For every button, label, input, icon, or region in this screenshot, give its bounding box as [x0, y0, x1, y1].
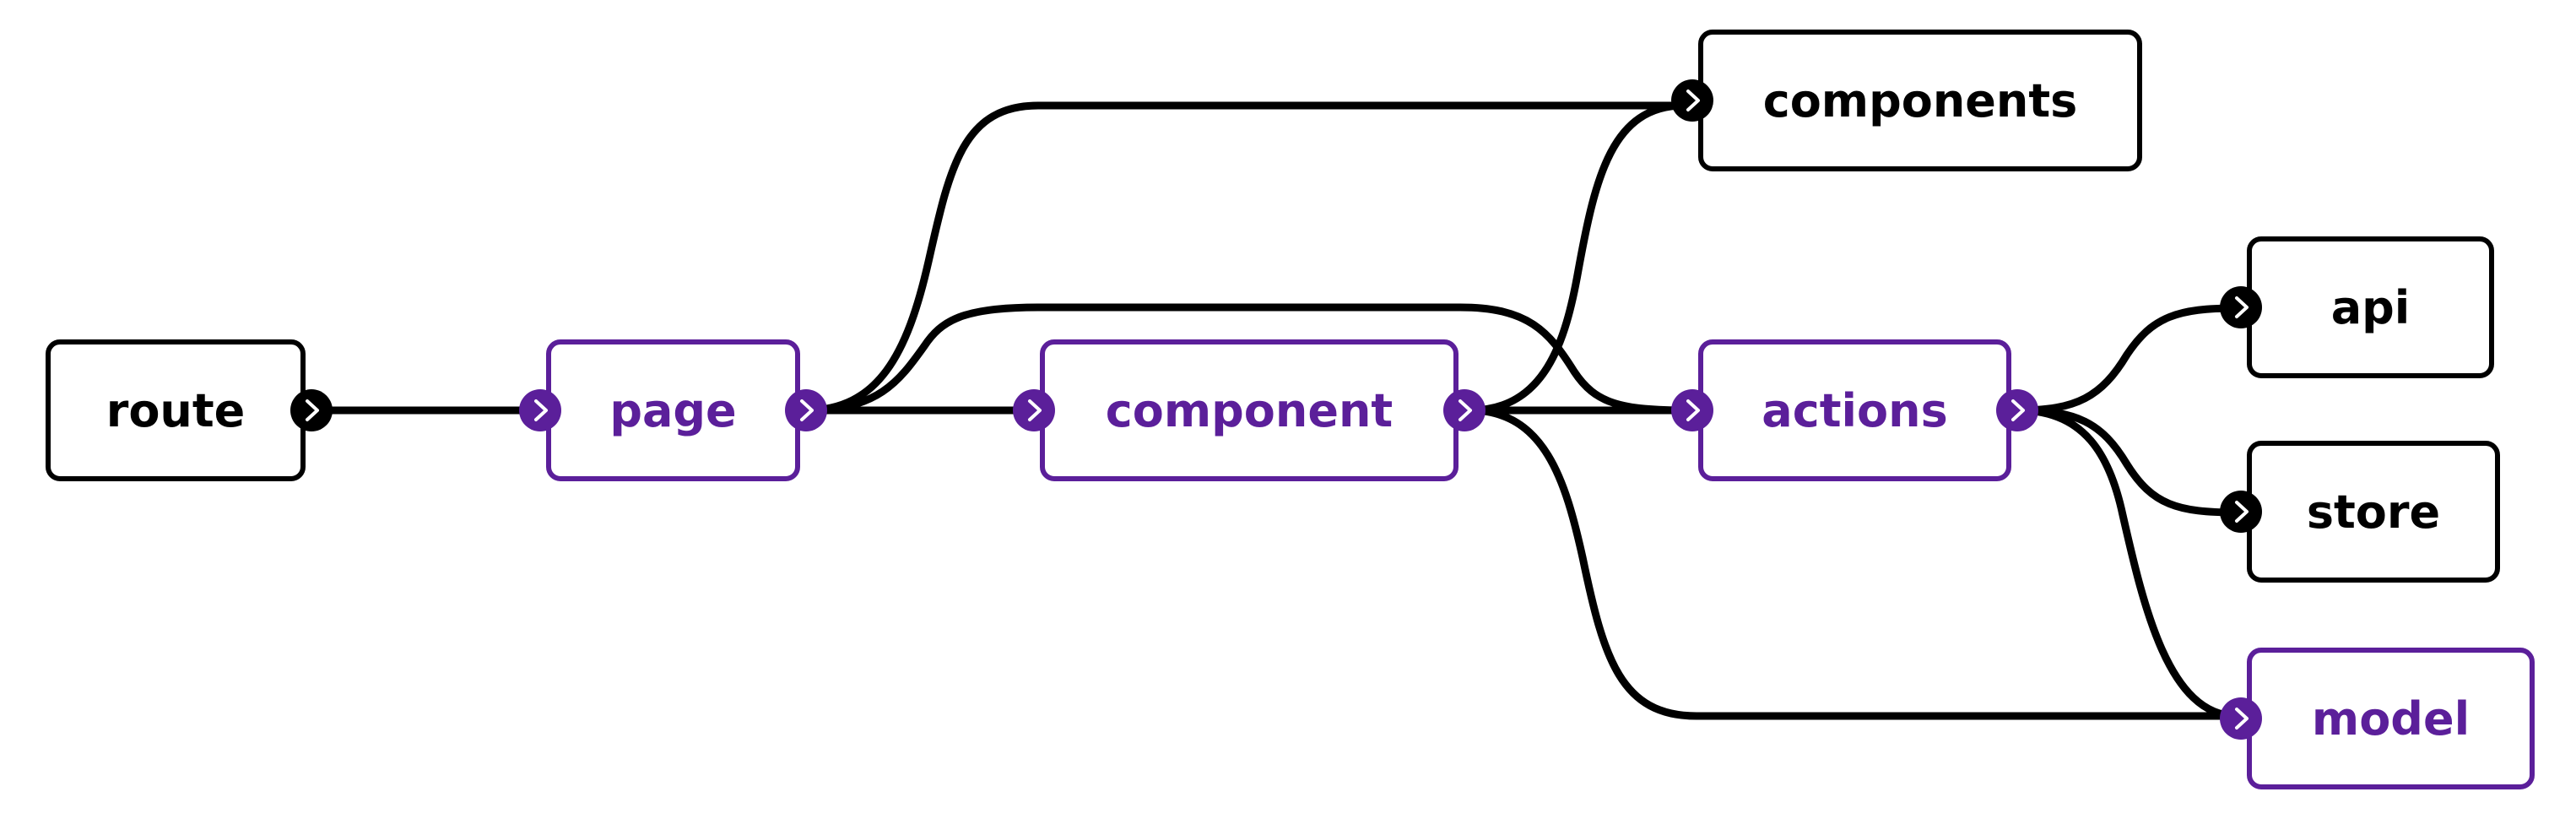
input-port	[2220, 697, 2262, 740]
chevron-right-icon	[2235, 296, 2249, 318]
input-port	[2220, 286, 2262, 328]
chevron-right-icon	[1458, 399, 1472, 421]
input-port	[1013, 389, 1055, 431]
chevron-right-icon	[306, 399, 319, 421]
output-port	[785, 389, 827, 431]
node-component[interactable]: component	[1013, 339, 1486, 481]
chevron-right-icon	[1028, 399, 1042, 421]
chevron-right-icon	[2235, 708, 2249, 730]
output-port	[1443, 389, 1486, 431]
node-label: route	[106, 384, 246, 437]
output-port	[1996, 389, 2038, 431]
node-page[interactable]: page	[519, 339, 827, 481]
chevron-right-icon	[800, 399, 814, 421]
edge-layer	[306, 101, 2241, 720]
edge-page-to-components	[802, 101, 1689, 415]
chevron-right-icon	[1686, 399, 1700, 421]
chevron-right-icon	[534, 399, 548, 421]
node-route[interactable]: route	[46, 339, 333, 481]
input-port	[2220, 491, 2262, 533]
node-label: components	[1763, 74, 2078, 127]
node-actions[interactable]: actions	[1671, 339, 2038, 481]
edge-component-to-model	[1466, 406, 2241, 720]
node-label: api	[2331, 281, 2411, 334]
edge-actions-to-api	[2015, 304, 2241, 415]
chevron-right-icon	[2235, 501, 2249, 523]
node-store[interactable]: store	[2220, 441, 2500, 583]
edge-actions-to-store	[2015, 406, 2241, 517]
edge-actions-to-model	[2015, 406, 2241, 720]
node-label: page	[609, 384, 736, 437]
node-label: actions	[1762, 384, 1947, 437]
node-label: model	[2312, 692, 2470, 746]
node-label: component	[1106, 384, 1393, 437]
node-label: store	[2307, 485, 2440, 539]
output-port	[290, 389, 333, 431]
edge-page-to-actions	[802, 303, 1692, 415]
edge-component-to-components	[1466, 101, 1688, 415]
input-port	[519, 389, 561, 431]
node-model[interactable]: model	[2220, 648, 2535, 789]
node-api[interactable]: api	[2220, 236, 2494, 378]
input-port	[1671, 79, 1713, 122]
input-port	[1671, 389, 1713, 431]
chevron-right-icon	[1686, 89, 1700, 111]
node-layer: route page component components actions api st…	[46, 30, 2535, 789]
node-components[interactable]: components	[1671, 30, 2142, 171]
chevron-right-icon	[2011, 399, 2025, 421]
